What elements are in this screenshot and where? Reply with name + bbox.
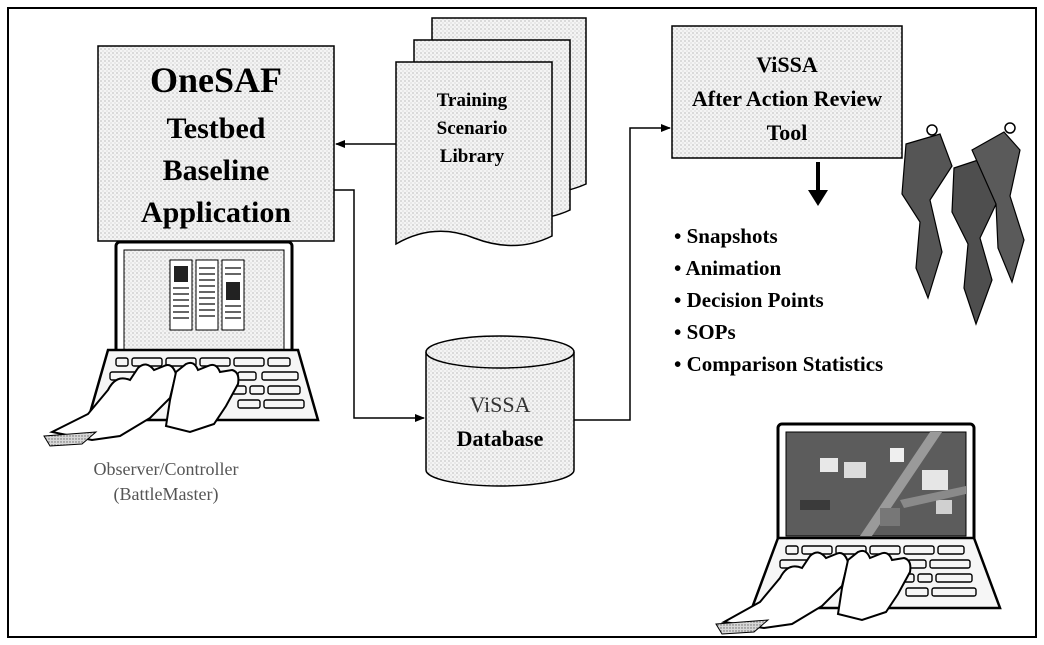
feature-decision-points: • Decision Points xyxy=(674,288,824,312)
onesaf-line2: Testbed xyxy=(167,112,266,145)
vissa-database: ViSSA Database xyxy=(425,335,575,487)
arrow-aar-to-features xyxy=(808,162,828,206)
operator-label-line1: Observer/Controller xyxy=(94,459,239,479)
workstation-icon xyxy=(43,240,320,447)
arrow-database-to-aar xyxy=(574,124,671,421)
scenario-library-documents: Training Scenario Library xyxy=(395,17,587,247)
feature-list: • Snapshots • Animation • Decision Point… xyxy=(674,224,883,376)
feature-comparison-statistics: • Comparison Statistics xyxy=(674,352,883,376)
library-line2: Scenario xyxy=(437,118,508,139)
onesaf-line3: Baseline xyxy=(163,154,270,187)
onesaf-title: OneSAF xyxy=(150,60,282,100)
vissa-aar-box: ViSSA After Action Review Tool xyxy=(671,25,903,159)
library-line1: Training xyxy=(437,90,508,111)
database-line1: ViSSA xyxy=(469,392,530,417)
onesaf-box: OneSAF Testbed Baseline Application xyxy=(97,45,335,242)
library-line3: Library xyxy=(440,146,505,167)
database-line2: Database xyxy=(457,426,544,451)
operator-label-line2: (BattleMaster) xyxy=(114,484,219,505)
onesaf-line4: Application xyxy=(141,196,291,229)
feature-animation: • Animation xyxy=(674,256,781,280)
soldier-figures-icon xyxy=(901,122,1025,326)
feature-sops: • SOPs xyxy=(674,320,736,344)
aar-line2: After Action Review xyxy=(692,86,882,111)
laptop-icon xyxy=(715,422,1002,635)
arrow-onesaf-to-database xyxy=(334,189,425,422)
aar-line3: Tool xyxy=(767,120,808,145)
feature-snapshots: • Snapshots xyxy=(674,224,778,248)
aar-line1: ViSSA xyxy=(756,52,818,77)
